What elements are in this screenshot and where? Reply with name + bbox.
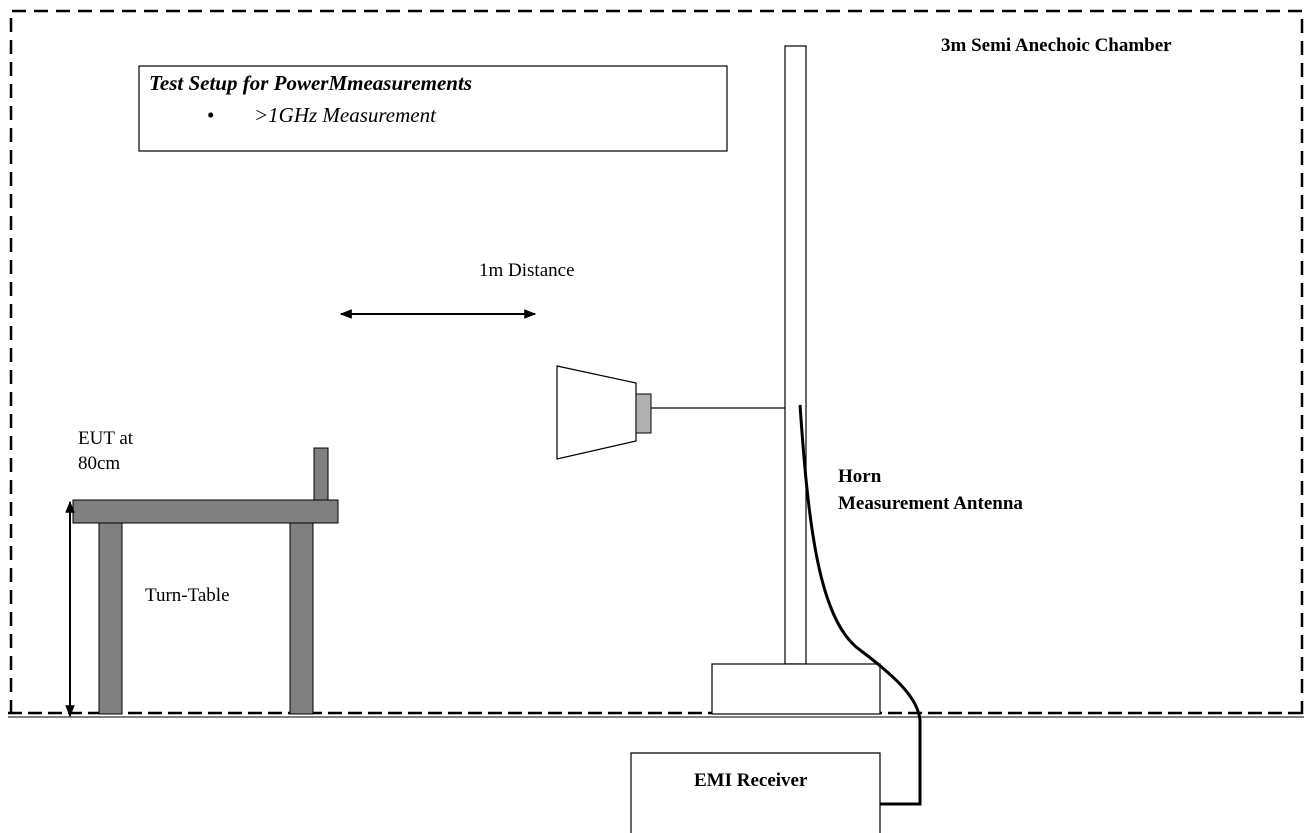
emi-receiver-label: EMI Receiver [694,770,808,791]
distance-label: 1m Distance [479,260,575,281]
chamber-label: 3m Semi Anechoic Chamber [941,35,1172,56]
turntable-label: Turn-Table [145,585,230,606]
antenna-cable [798,404,922,806]
antenna-label-line2: Measurement Antenna [838,493,1023,514]
antenna-mast [784,45,807,665]
title-box [138,65,728,152]
emi-receiver-box [630,752,881,833]
eut-label-line2: 80cm [78,453,121,474]
horn-connector [635,393,652,434]
eut-device [313,447,329,501]
bullet-glyph: • [207,103,215,127]
horn-antenna [556,365,637,460]
turntable-top [72,499,339,524]
antenna-label-line1: Horn [838,466,882,487]
mast-base [711,663,881,715]
eut-label-line1: EUT at [78,428,134,449]
turntable-leg-left [98,522,123,715]
frequency-bullet-text: >1GHz Measurement [254,103,436,127]
turntable-leg-right [289,522,314,715]
setup-title: Test Setup for PowerMmeasurements [149,71,472,95]
chamber-boundary [9,9,1304,714]
